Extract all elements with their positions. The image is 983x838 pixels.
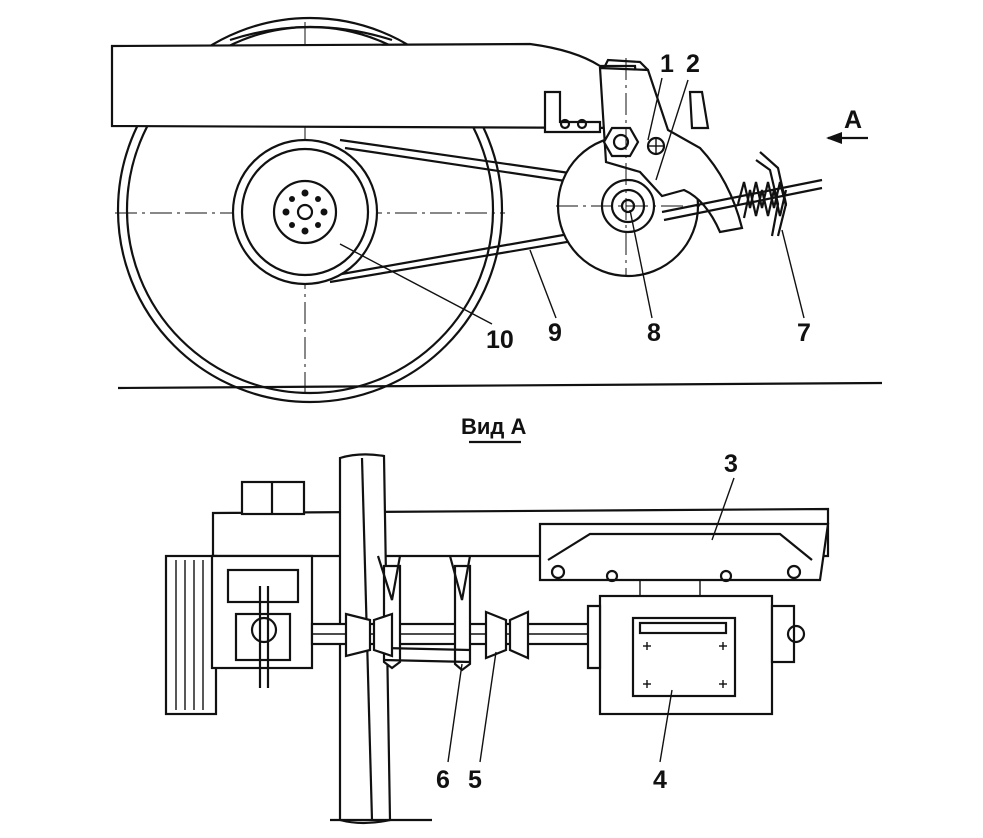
leader-1 (647, 77, 663, 141)
callout-7: 7 (797, 319, 811, 347)
tension-spring (661, 151, 823, 237)
callout-8: 8 (647, 319, 661, 347)
tension-bracket (543, 58, 744, 234)
direction-label: A (844, 106, 862, 134)
leader-7 (781, 229, 805, 319)
callout-1: 1 (660, 50, 674, 78)
leader-6 (447, 663, 463, 763)
view-a-generator-bracket (538, 522, 830, 598)
rail-line (117, 381, 883, 390)
callout-10: 10 (486, 326, 514, 354)
side-view: A 1 2 10 9 8 7 (110, 16, 883, 404)
leader-9 (529, 249, 557, 319)
view-a-title: Вид А (461, 414, 526, 439)
callout-4: 4 (653, 766, 667, 794)
leader-10 (339, 243, 493, 325)
view-direction-arrow: A (826, 106, 868, 144)
callout-9: 9 (548, 319, 562, 347)
leader-5 (479, 651, 497, 763)
view-a-couplings (344, 610, 530, 660)
leader-4 (659, 689, 673, 763)
callout-5: 5 (468, 766, 482, 794)
callout-2: 2 (686, 50, 700, 78)
wheel (116, 16, 504, 404)
leader-8 (629, 209, 653, 319)
view-a-gearbox (210, 554, 314, 688)
view-a-pulley (164, 554, 218, 716)
view-a-generator (586, 594, 806, 716)
leader-3 (711, 477, 735, 541)
view-a: 3 6 5 4 (164, 450, 830, 825)
drive-pulley (231, 138, 379, 286)
leader-2 (655, 79, 689, 181)
callout-3: 3 (724, 450, 738, 478)
callout-6: 6 (436, 766, 450, 794)
